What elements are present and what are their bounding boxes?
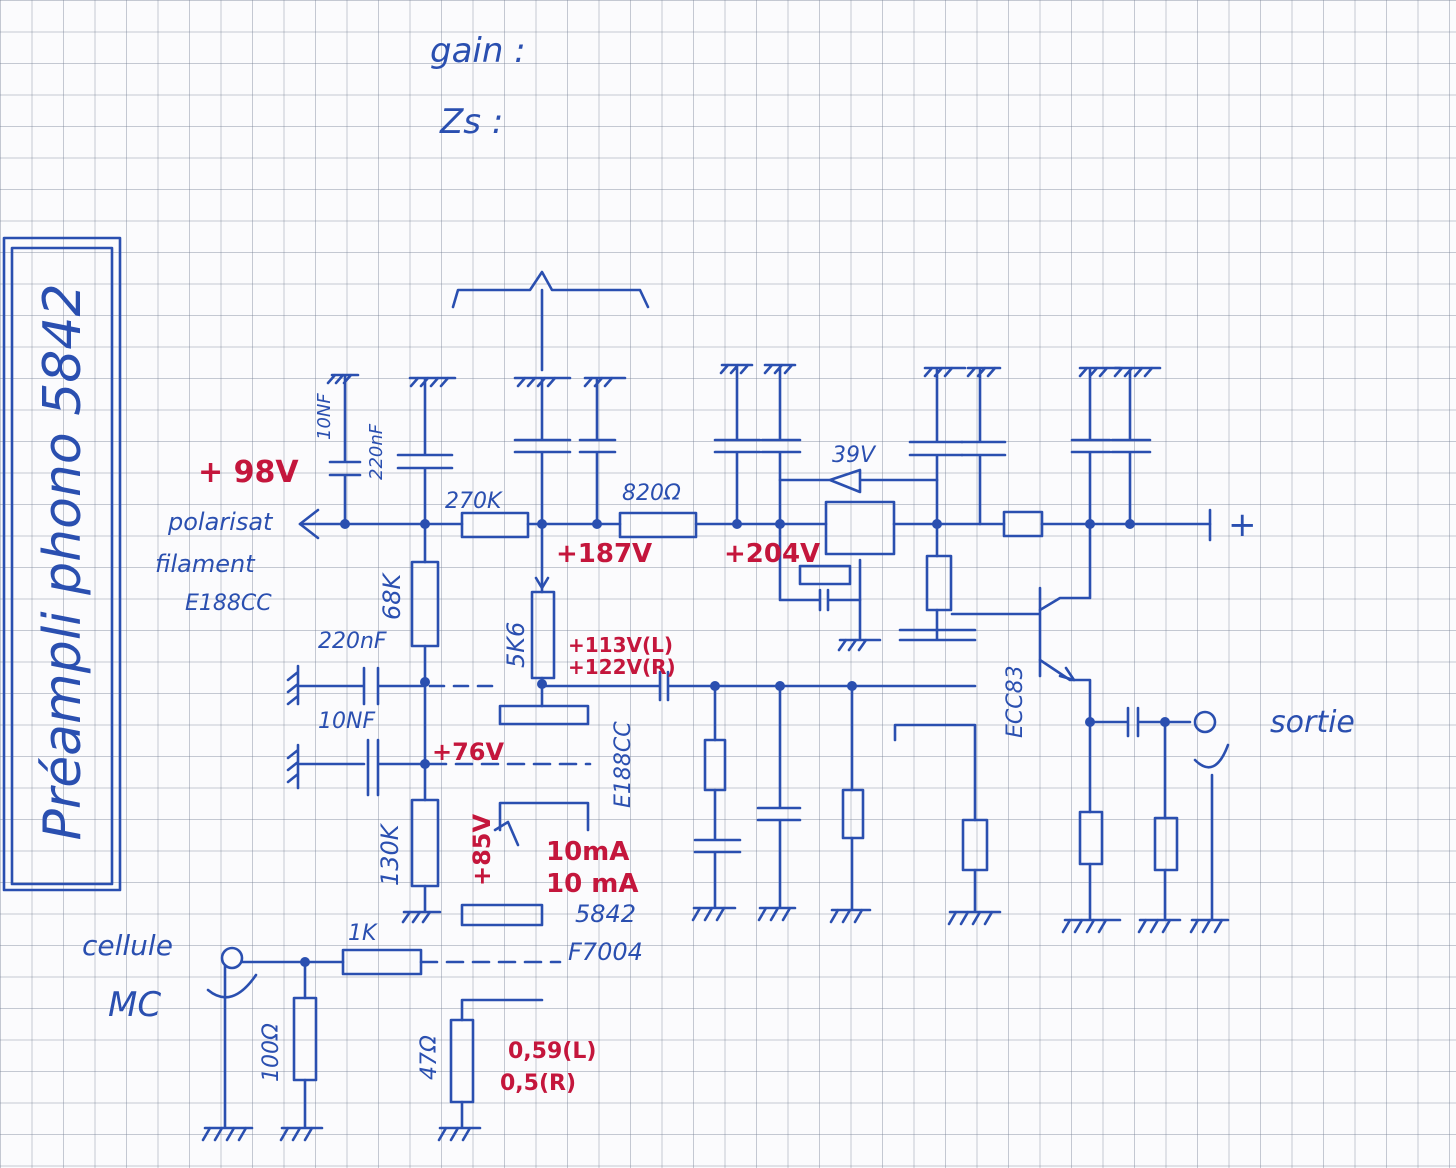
label-polarisation: polarisat [167,508,274,536]
label-cap-10nf-top: 10NF [314,393,335,440]
label-res-68k: 68K [378,571,406,620]
label-res-270k: 270K [445,489,503,514]
label-plus-sign: + [1228,505,1257,545]
bracket [451,270,650,309]
label-plus-98v: + 98V [198,455,299,490]
label-v-05-r: 0,5(R) [500,1071,576,1096]
label-mc: MC [108,985,161,1025]
label-e188cc-left: E188CC [185,591,272,616]
label-e188cc-mid: E188CC [611,721,636,808]
label-cellule: cellule [82,929,173,962]
label-filament: filament [155,550,256,578]
label-res-47: 47Ω [417,1035,442,1080]
title-text: Préampli phono 5842 [33,283,93,840]
gain-label: gain : [430,31,526,71]
label-plus-85v: +85V [468,813,496,886]
decoupling-caps [326,363,1162,526]
label-plus-187v: +187V [556,539,652,569]
label-current-2: 10 mA [546,869,638,899]
left-column [286,522,592,924]
label-current: 10mA [546,837,629,867]
labels: + 98V polarisat filament E188CC 10NF 220… [82,393,1355,1096]
label-res-5k6: 5K6 [502,622,530,668]
regulator [778,468,977,652]
label-ecc83: ECC83 [1003,665,1028,738]
label-v-113-122-text: +113V(L) [568,633,673,657]
label-cap-10nf-left: 10NF [318,709,375,734]
label-plus-76v: +76V [432,738,505,766]
label-v-113-122: +113V(L)+122V(R) [568,633,676,679]
title-box: Préampli phono 5842 [2,236,122,892]
label-zener-39v: 39V [832,443,877,468]
label-f7004: F7004 [568,938,643,966]
label-line: +122V(R) [568,655,676,679]
label-res-820: 820Ω [622,481,681,506]
label-res-100: 100Ω [259,1023,284,1082]
label-5842: 5842 [575,900,636,928]
label-res-1k: 1K [348,921,378,946]
bplus-rail [298,500,1212,556]
label-cap-220nf-top: 220nF [366,423,387,480]
label-plus-204v: +204V [724,539,820,569]
label-res-130k: 130K [376,822,404,886]
ecc83-stage [950,522,1230,934]
label-cap-220nf-left: 220nF [318,629,387,654]
input-circuit [201,946,562,1142]
zs-label: Zs : [439,102,503,142]
label-v-059-l: 0,59(L) [508,1039,596,1064]
label-sortie: sortie [1270,705,1355,740]
stage2 [540,670,1002,926]
